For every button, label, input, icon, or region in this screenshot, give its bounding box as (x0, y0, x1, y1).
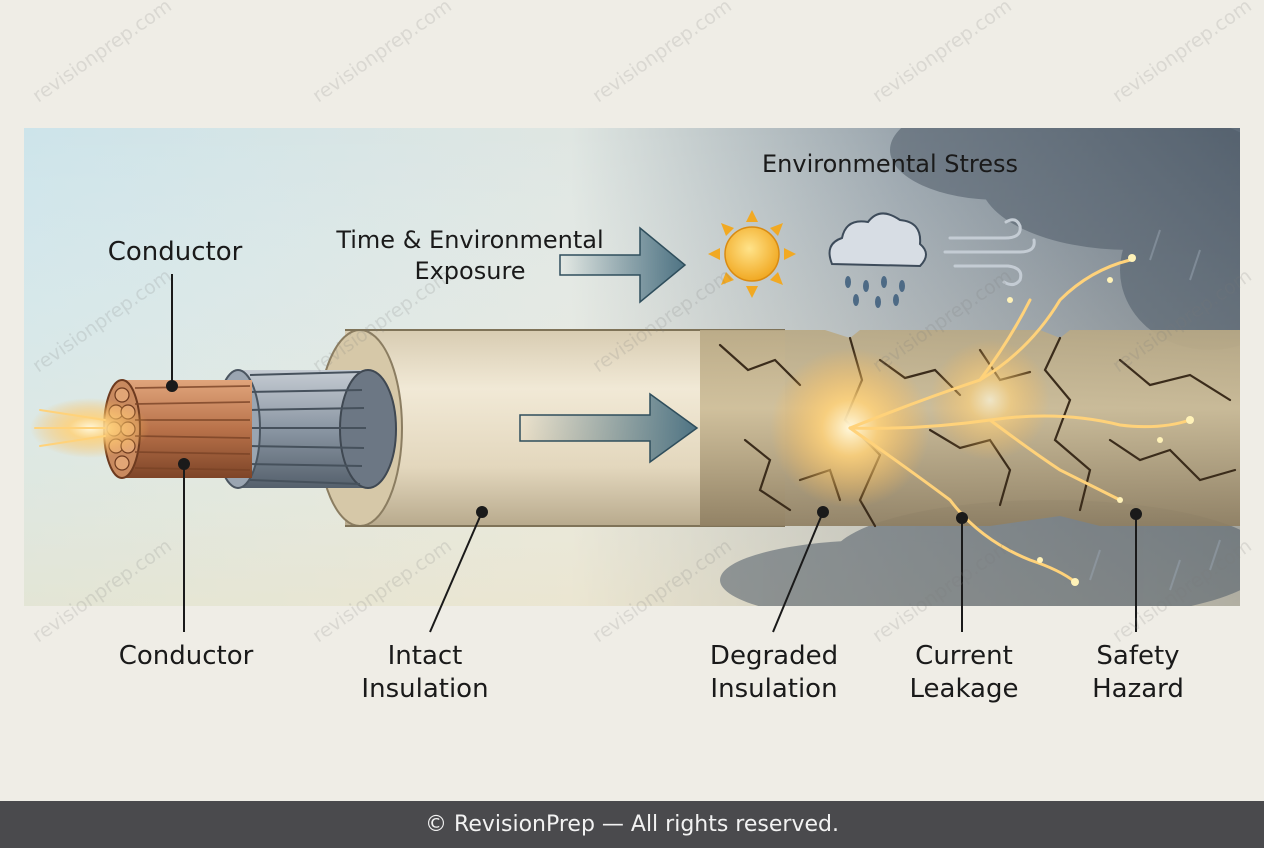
rain-streaks (1089, 229, 1221, 591)
sun-icon (708, 210, 796, 298)
intact-label-line-2: Insulation (361, 674, 489, 704)
leader-lines (166, 274, 1142, 633)
hazard-label-line-2: Hazard (1092, 674, 1184, 704)
leakage-label-line-1: Current (915, 641, 1013, 671)
conductor-label-line-1: Conductor (118, 641, 254, 671)
conductor-label: Conductor (92, 640, 280, 673)
degraded-label-line-2: Insulation (710, 674, 838, 704)
conductor-end-glow (30, 398, 150, 458)
exposure-arrow (559, 226, 687, 304)
safety-hazard-label: Safety Hazard (1070, 640, 1206, 706)
copyright-footer: © RevisionPrep — All rights reserved. (0, 801, 1264, 848)
environmental-stress-title: Environmental Stress (761, 150, 1018, 178)
time-exposure-line-1: Time & Environmental (336, 226, 604, 254)
storm-clouds (720, 128, 1240, 606)
time-exposure-line-2: Exposure (414, 257, 526, 285)
current-leakage-label: Current Leakage (878, 640, 1050, 706)
hazard-label-line-1: Safety (1096, 641, 1180, 671)
intact-label-line-1: Intact (387, 641, 463, 671)
rain-cloud-icon (828, 212, 927, 308)
current-leakage-sparks (770, 254, 1194, 586)
degraded-label-line-1: Degraded (709, 641, 839, 671)
current-flow-arrow (519, 392, 699, 464)
time-exposure-label: Time & Environmental Exposure (300, 225, 640, 287)
conductor-label-top: Conductor (107, 237, 243, 267)
intact-insulation-label: Intact Insulation (335, 640, 515, 706)
degraded-insulation-label: Degraded Insulation (680, 640, 868, 706)
wind-icon (943, 218, 1036, 287)
leakage-label-line-2: Leakage (909, 674, 1019, 704)
